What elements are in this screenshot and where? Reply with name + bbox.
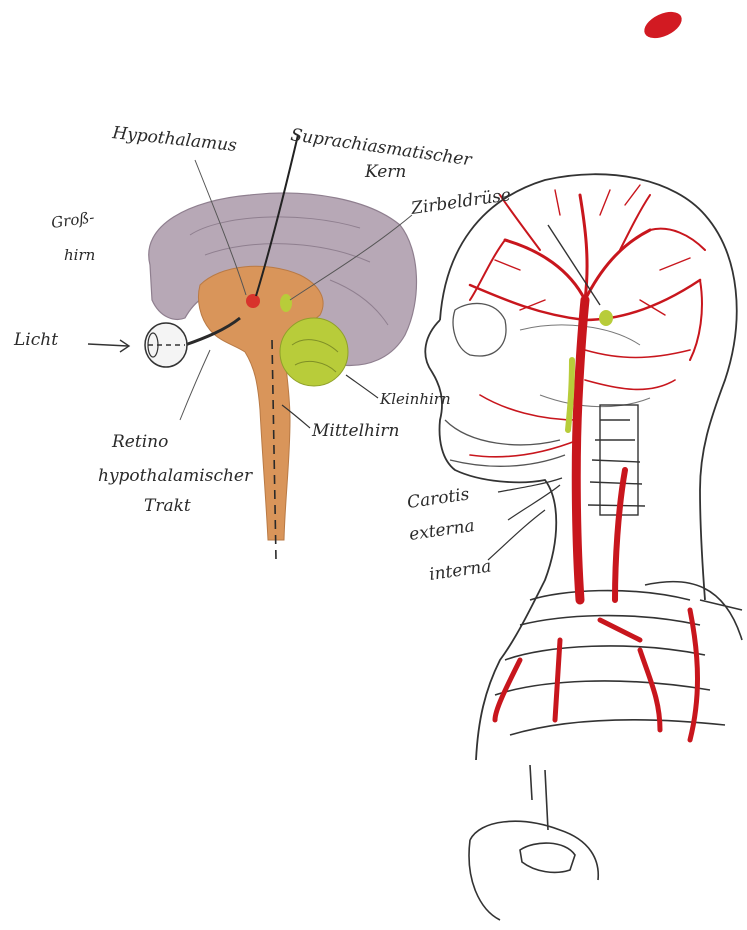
pineal-gland-head xyxy=(599,310,613,326)
brain-diagram xyxy=(88,135,416,560)
label-retino-line1: Retino xyxy=(111,432,168,452)
leader-kleinhirn xyxy=(346,375,378,398)
label-retino-line2: hypothalamischer xyxy=(98,466,253,486)
spine xyxy=(588,420,645,506)
label-grosshirn-line2: hirn xyxy=(64,246,95,264)
leader-retino xyxy=(180,350,210,420)
red-mark xyxy=(640,7,686,44)
label-scn-line2: Kern xyxy=(364,162,406,182)
brainstem-head xyxy=(568,360,572,430)
lower-torso xyxy=(469,765,598,920)
label-retino-line3: Trakt xyxy=(144,496,191,516)
head-vessel-diagram xyxy=(425,174,742,920)
label-interna: interna xyxy=(428,556,493,585)
leader-interna xyxy=(488,510,545,560)
brainstem xyxy=(198,266,323,540)
label-grosshirn-line1: Groß- xyxy=(50,208,95,232)
suprachiasmatic-nucleus xyxy=(246,294,260,308)
eye-socket xyxy=(453,303,506,356)
head-outline xyxy=(440,174,737,600)
jaw-outline xyxy=(445,420,565,466)
label-mittelhirn: Mittelhirn xyxy=(311,421,399,441)
label-zirbeldruese: Zirbeldrüse xyxy=(409,185,512,219)
arrow-right-icon xyxy=(88,340,129,352)
label-hypothalamus: Hypothalamus xyxy=(110,123,238,156)
label-externa: externa xyxy=(408,516,476,545)
arteries xyxy=(470,185,705,740)
pineal-gland xyxy=(280,294,292,312)
label-carotis: Carotis xyxy=(406,484,471,513)
label-licht: Licht xyxy=(13,330,58,350)
eye-icon xyxy=(145,323,187,367)
label-kleinhirn: Kleinhirn xyxy=(379,390,451,408)
leader-carotis xyxy=(498,478,562,492)
leader-externa xyxy=(508,485,560,520)
